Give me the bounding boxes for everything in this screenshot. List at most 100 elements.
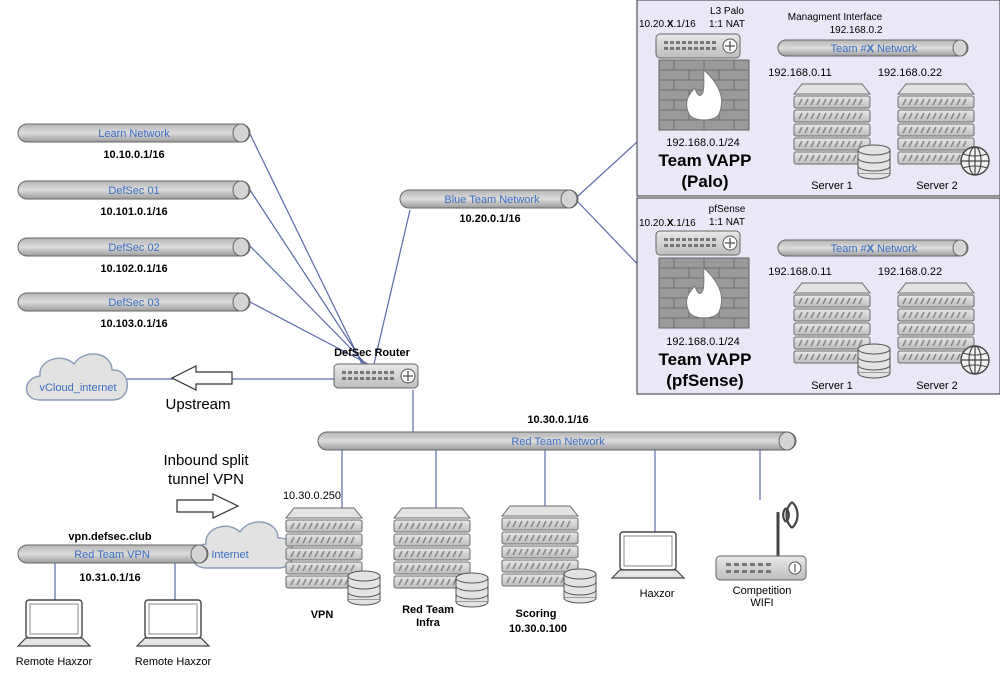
palo-server1-ip: 192.168.0.11 [768,67,831,79]
defsec-router-label: DefSec Router [334,347,411,359]
palo-device-line1: L3 Palo [710,6,744,17]
scoring-ip: 10.30.0.100 [509,623,567,635]
palo-server1: Server 1 [794,84,891,192]
pfsense-inside-ip: 192.168.0.1/24 [666,336,739,348]
blue-team-network-address: 10.20.0.1/16 [459,213,520,225]
server-icon [898,283,974,363]
infra-label-line1: Red Team [402,604,454,616]
laptop-icon [17,599,91,647]
defsec03-label: DefSec 03 [108,297,159,309]
database-icon [455,572,489,608]
palo-server2-ip: 192.168.0.22 [878,67,942,79]
wifi-label-line2: WIFI [750,597,773,609]
vpn-server: 10.30.0.250 VPN [283,490,381,621]
red-team-vpn-pipe: vpn.defsec.club Red Team VPN 10.31.0.1/1… [17,531,209,584]
vcloud-internet-label: vCloud_internet [39,382,116,394]
palo-title-line1: Team VAPP [659,151,752,170]
vpn-server-ip: 10.30.0.250 [283,490,341,502]
defsec02-label: DefSec 02 [108,242,159,254]
palo-device-line2: 1:1 NAT [709,19,745,30]
defsec03-pipe: DefSec 03 10.103.0.1/16 [17,292,251,330]
learn-network-address: 10.10.0.1/16 [103,149,164,161]
pfsense-server2-ip: 192.168.0.22 [878,266,942,278]
blue-team-network-pipe: Blue Team Network 10.20.0.1/16 [399,189,579,225]
palo-team-network-label: Team #X Network [831,43,918,55]
red-team-vpn-label: Red Team VPN [74,549,150,561]
wifi-label-line1: Competition [733,585,792,597]
vcloud-internet-cloud: vCloud_internet [25,353,129,401]
laptop-icon [136,599,210,647]
scoring-label: Scoring [516,608,557,620]
inbound-label-line2: tunnel VPN [168,471,244,488]
pfsense-server2: Server 2 [898,283,990,392]
palo-server2-label: Server 2 [916,180,958,192]
remote-haxzor-right-label: Remote Haxzor [135,656,212,668]
competition-wifi: Competition WIFI [715,501,807,609]
learn-network-pipe: Learn Network 10.10.0.1/16 [17,123,251,161]
server-icon [898,84,974,164]
pfsense-team-network-pipe: Team #X Network [777,239,969,257]
vpn-hostname: vpn.defsec.club [68,531,151,543]
pfsense-team-network-label: Team #X Network [831,243,918,255]
defsec02-pipe: DefSec 02 10.102.0.1/16 [17,237,251,275]
database-icon [563,568,597,604]
red-team-network-address: 10.30.0.1/16 [527,414,588,426]
pfsense-device-line1: pfSense [709,204,746,215]
palo-server1-label: Server 1 [811,180,853,192]
infra-label-line2: Infra [416,617,441,629]
defsec01-address: 10.101.0.1/16 [100,206,167,218]
internet-label: Internet [211,549,248,561]
palo-title-line2: (Palo) [681,172,728,191]
pfsense-device-line2: 1:1 NAT [709,217,745,228]
red-team-infra-server: Red Team Infra [394,508,489,629]
palo-firewall-icon [655,33,750,131]
red-team-network-pipe: Red Team Network 10.30.0.1/16 [317,414,797,451]
pfsense-server1-label: Server 1 [811,380,853,392]
database-icon [857,144,891,180]
inbound-vpn-arrow: Inbound split tunnel VPN [163,452,249,519]
upstream-label: Upstream [165,396,230,413]
red-team-vpn-address: 10.31.0.1/16 [79,572,140,584]
inbound-label-line1: Inbound split [163,452,249,469]
defsec01-label: DefSec 01 [108,185,159,197]
pfsense-server2-label: Server 2 [916,380,958,392]
palo-wan-ip: 10.20.X.1/16 [639,19,696,30]
defsec-router: DefSec Router [333,347,419,389]
vpn-server-label: VPN [311,609,334,621]
database-icon [347,570,381,606]
pfsense-wan-ip: 10.20.X.1/16 [639,218,696,229]
defsec03-address: 10.103.0.1/16 [100,318,167,330]
defsec02-address: 10.102.0.1/16 [100,263,167,275]
pfsense-server1-ip: 192.168.0.11 [768,266,831,278]
scoring-server: Scoring 10.30.0.100 [502,506,597,635]
pfsense-firewall-icon [655,230,750,329]
red-team-network-label: Red Team Network [511,436,605,448]
haxzor-label: Haxzor [640,588,675,600]
pfsense-server1: Server 1 [794,283,891,392]
palo-team-network-pipe: Team #X Network [777,39,969,57]
pfsense-title-line2: (pfSense) [666,371,743,390]
learn-network-label: Learn Network [98,128,170,140]
laptop-icon [611,531,685,579]
wireless-router-icon [715,555,807,581]
defsec01-pipe: DefSec 01 10.101.0.1/16 [17,180,251,218]
palo-vapp-panel: 10.20.X.1/16 L3 Palo 1:1 NAT Managment I… [636,0,1000,197]
palo-server2: Server 2 [898,84,990,192]
palo-mgmt-label: Managment Interface [788,12,883,23]
remote-haxzor-left: Remote Haxzor [16,599,93,668]
pfsense-title-line1: Team VAPP [659,350,752,369]
remote-haxzor-left-label: Remote Haxzor [16,656,93,668]
upstream-arrow: Upstream [165,365,233,413]
haxzor-laptop: Haxzor [611,531,685,600]
wifi-antenna-icon [776,501,799,556]
globe-icon [960,345,990,375]
remote-haxzor-right: Remote Haxzor [135,599,212,668]
database-icon [857,343,891,379]
internet-cloud: Internet [191,521,295,569]
globe-icon [960,146,990,176]
pfsense-vapp-panel: 10.20.X.1/16 pfSense 1:1 NAT 192.168.0.1… [636,197,1000,395]
palo-mgmt-ip: 192.168.0.2 [830,25,883,36]
palo-inside-ip: 192.168.0.1/24 [666,137,739,149]
blue-team-network-label: Blue Team Network [444,194,540,206]
